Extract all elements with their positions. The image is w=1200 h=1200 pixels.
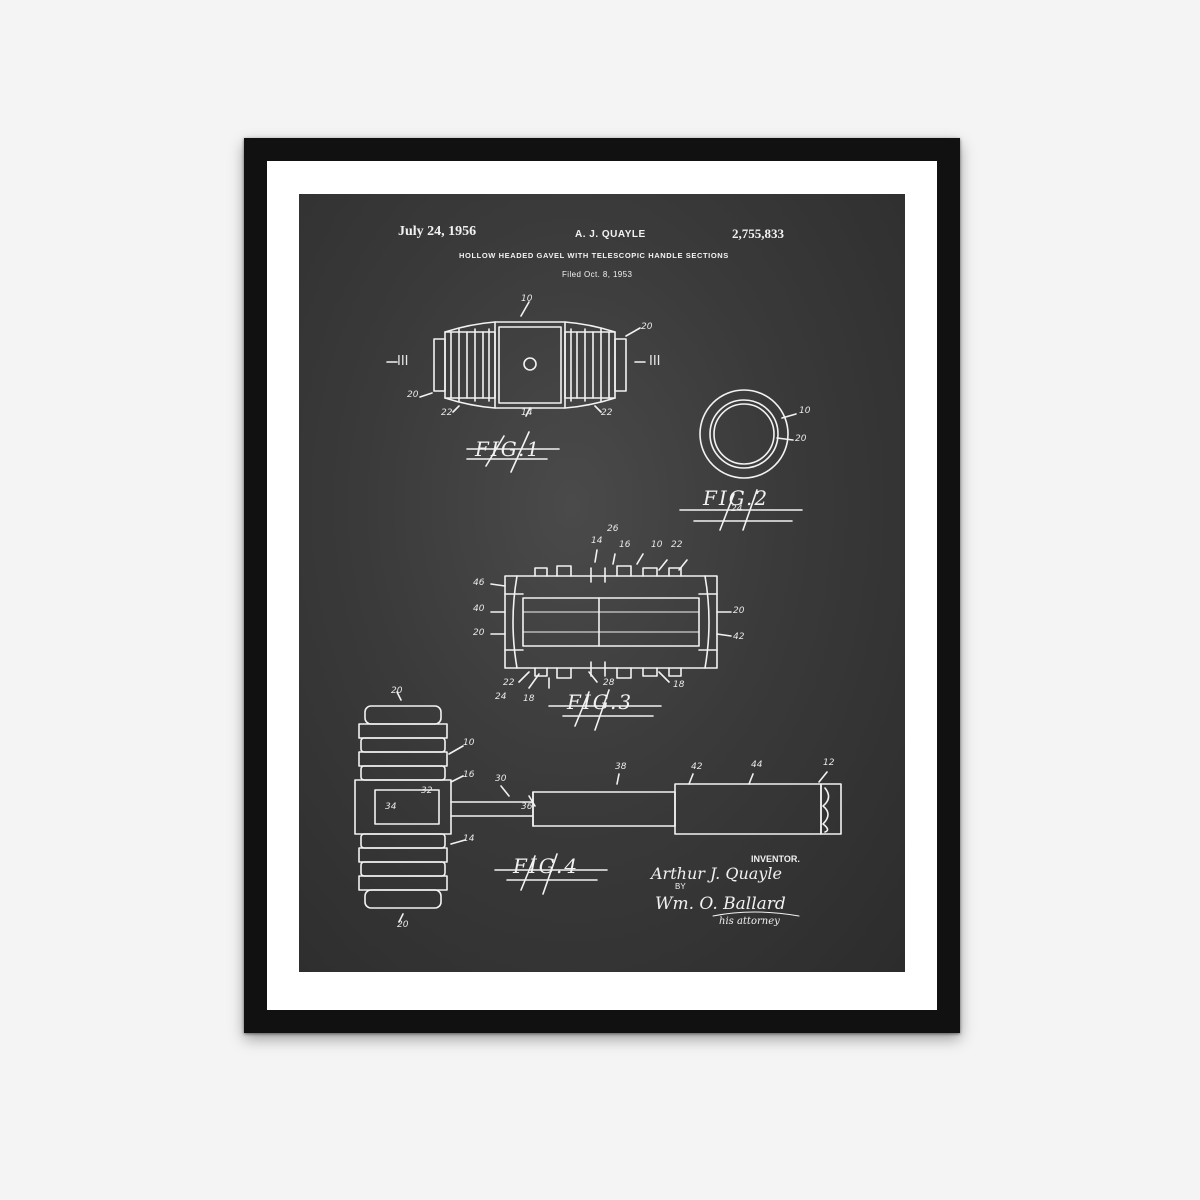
fig3-section	[490, 549, 732, 731]
ref-14-fig4: 14	[463, 834, 475, 844]
ref-32-fig4: 32	[421, 786, 433, 796]
ref-20-fig2: 20	[795, 434, 807, 444]
ref-16-fig3: 16	[619, 540, 631, 550]
ref-42-fig4: 42	[691, 762, 703, 772]
section-mark-right: III	[649, 354, 661, 369]
ref-20-fig3-right: 20	[733, 606, 745, 616]
patent-drawings	[354, 301, 842, 923]
attorney-role: his attorney	[719, 916, 780, 927]
inventor-header: A. J. QUAYLE	[575, 229, 646, 240]
ref-14-fig3: 14	[591, 536, 603, 546]
fig2-ring	[679, 389, 803, 531]
ref-10-fig4: 10	[463, 738, 475, 748]
ref-22-fig1-left: 22	[441, 408, 453, 418]
ref-10-fig3: 10	[651, 540, 663, 550]
by-label: BY	[675, 882, 686, 891]
picture-frame: July 24, 1956 A. J. QUAYLE 2,755,833 HOL…	[244, 138, 960, 1033]
ref-22-fig3-top: 22	[671, 540, 683, 550]
ref-20-fig4-top: 20	[391, 686, 403, 696]
ref-44-fig4: 44	[751, 760, 763, 770]
ref-20-fig4-bottom: 20	[397, 920, 409, 930]
ref-12-fig4: 12	[823, 758, 835, 768]
ref-46-fig3: 46	[473, 578, 485, 588]
fig1-label: FIG.1	[475, 437, 542, 461]
ref-42-fig3: 42	[733, 632, 745, 642]
patent-title: HOLLOW HEADED GAVEL WITH TELESCOPIC HAND…	[459, 251, 729, 260]
section-mark-left: III	[397, 354, 409, 369]
fig4-gavel	[354, 691, 842, 923]
ref-38-fig4: 38	[615, 762, 627, 772]
frame-mat: July 24, 1956 A. J. QUAYLE 2,755,833 HOL…	[267, 161, 937, 1010]
ref-22-fig1-right: 22	[601, 408, 613, 418]
ref-34-fig4: 34	[385, 802, 397, 812]
ref-20-fig3-left: 20	[473, 628, 485, 638]
patent-date: July 24, 1956	[398, 224, 477, 239]
ref-10-fig1: 10	[521, 294, 533, 304]
ref-20-fig1: 20	[641, 322, 653, 332]
ref-18-fig3-left: 18	[523, 694, 535, 704]
ref-16-fig4: 16	[463, 770, 475, 780]
fig4-label: FIG.4	[513, 854, 580, 878]
inventor-label: INVENTOR.	[751, 854, 800, 864]
attorney-signature: Wm. O. Ballard	[655, 894, 786, 914]
patent-number: 2,755,833	[732, 226, 784, 241]
ref-20-fig1-left: 20	[407, 390, 419, 400]
ref-10-fig2: 10	[799, 406, 811, 416]
ref-26-fig3: 26	[607, 524, 619, 534]
fig1-gavel-head	[386, 301, 646, 417]
ref-24-fig3-bottom: 24	[495, 692, 507, 702]
ref-40-fig3: 40	[473, 604, 485, 614]
ref-22-fig3-bottom: 22	[503, 678, 515, 688]
fig3-label: FIG.3	[567, 690, 634, 714]
patent-print: July 24, 1956 A. J. QUAYLE 2,755,833 HOL…	[299, 194, 905, 972]
ref-30-fig4: 30	[495, 774, 507, 784]
ref-36-fig4: 36	[521, 802, 533, 812]
fig2-label: FIG.2	[703, 486, 770, 510]
filed-date: Filed Oct. 8, 1953	[562, 270, 633, 279]
ref-18-fig3-right: 18	[673, 680, 685, 690]
ref-24-fig3-top: 24	[731, 504, 743, 514]
inventor-signature: Arthur J. Quayle	[651, 864, 782, 883]
ref-14-fig1: 14	[521, 408, 533, 418]
signature-flourish	[712, 911, 800, 917]
ref-28-fig3: 28	[603, 678, 615, 688]
fig1-label-lines	[466, 431, 560, 473]
